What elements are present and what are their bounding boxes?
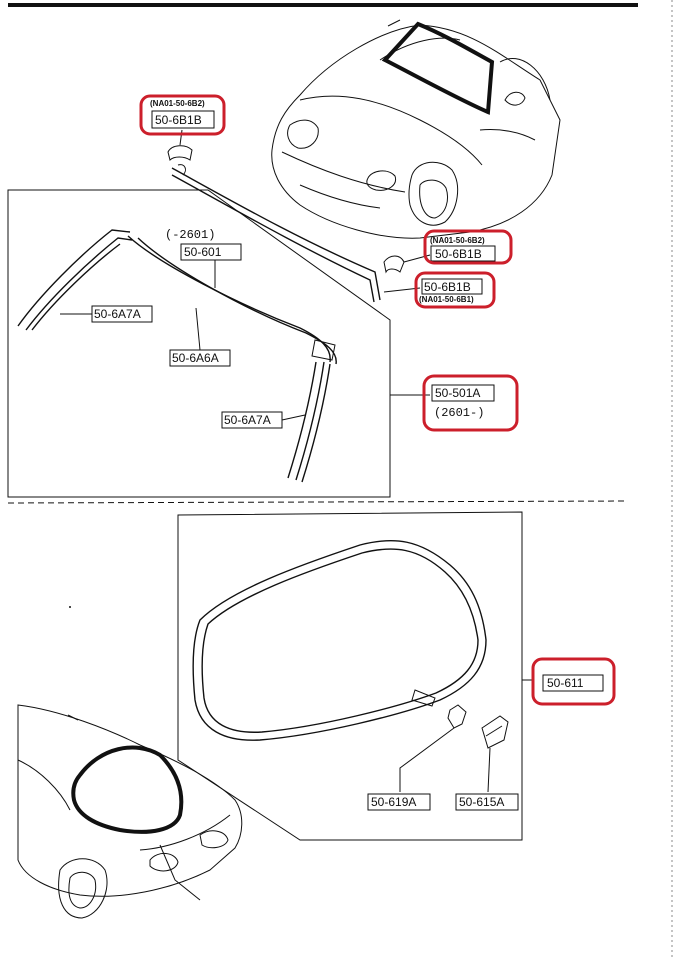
alt-part-number-label: (NA01-50-6B2): [430, 236, 485, 245]
part-number-label: 50-611: [547, 676, 584, 690]
part-label-box: [542, 674, 604, 692]
part-label-box: [430, 245, 496, 262]
clip-icon: [383, 255, 405, 274]
part-label-box: [431, 384, 495, 402]
part-label-box: [455, 793, 519, 811]
assembly-box-lower: [177, 511, 523, 841]
clip-icon: [447, 704, 467, 729]
rear-weatherstrip: [192, 539, 487, 741]
part-label-box: [421, 278, 483, 295]
part-number-label: 50-6A6A: [172, 351, 219, 365]
part-number-label: 50-501A: [435, 386, 480, 400]
part-label-box: [151, 110, 215, 129]
part-label-box: [221, 411, 283, 429]
part-number-label: 50-615A: [459, 795, 504, 809]
part-number-label: 50-6B1B: [435, 247, 482, 261]
assembly-box-upper: [7, 189, 391, 498]
part-label-box: [367, 793, 431, 811]
part-label-box: [180, 243, 242, 261]
retainer-icon: [481, 715, 509, 749]
leader-line: [179, 129, 183, 146]
leader-line: [399, 727, 455, 792]
car-rear-illustration: [17, 704, 243, 919]
car-front-illustration: [271, 19, 561, 239]
part-number-label: 50-6B1B: [424, 280, 471, 294]
section-divider: [7, 500, 629, 504]
highlight-ring: [414, 271, 496, 309]
part-number-label: 50-6A7A: [94, 307, 141, 321]
part-label-box: [169, 349, 231, 367]
alt-part-number-label: (NA01-50-6B2): [150, 99, 205, 108]
serial-range-label: (2601-): [434, 406, 484, 420]
serial-range-label: (-2601): [165, 228, 215, 242]
stray-dot: [69, 606, 71, 608]
side-moldings: [17, 229, 337, 483]
part-label-box: [91, 305, 153, 323]
leader-line: [281, 414, 306, 421]
part-number-label: 50-619A: [371, 795, 416, 809]
part-number-label: 50-6B1B: [155, 113, 202, 127]
leader-line: [487, 747, 491, 793]
part-number-label: 50-6A7A: [224, 413, 271, 427]
highlight-ring: [139, 94, 226, 136]
highlight-ring: [531, 657, 616, 706]
highlight-ring: [422, 374, 519, 432]
leader-line: [383, 287, 421, 293]
leader-line: [195, 307, 201, 351]
clip-icon: [167, 145, 193, 161]
highlight-ring: [423, 229, 513, 265]
upper-molding-strip: [171, 164, 381, 303]
part-number-label: 50-601: [184, 245, 222, 259]
alt-part-number-label: (NA01-50-6B1): [419, 295, 474, 304]
